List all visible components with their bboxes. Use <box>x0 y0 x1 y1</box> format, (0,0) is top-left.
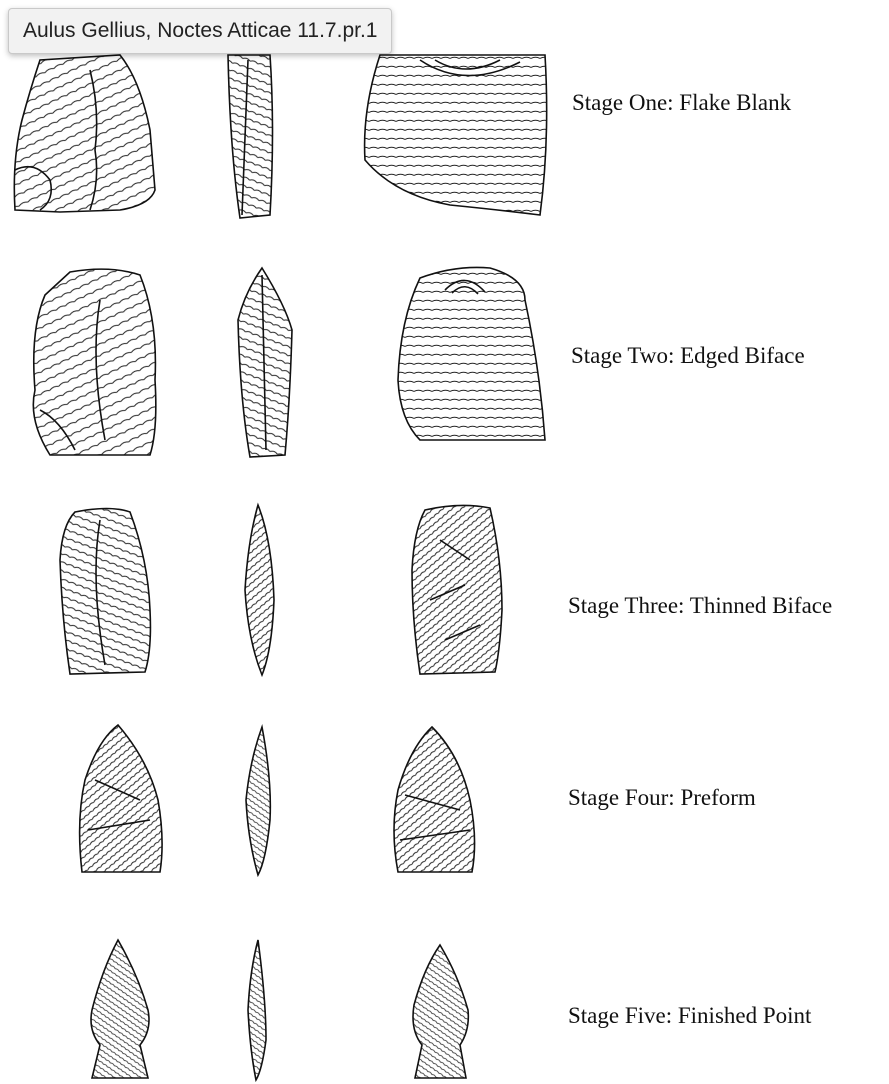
stage-five-face-view <box>85 935 155 1083</box>
stage-three-edge-view <box>240 500 280 680</box>
stage-one-drawings <box>0 40 560 230</box>
stage-four-edge-view <box>242 722 274 882</box>
stage-three-face-view <box>55 500 155 680</box>
stage-two-reverse-view <box>395 262 550 447</box>
stage-three-drawings <box>55 500 508 680</box>
stage-one-edge-view <box>220 40 280 230</box>
stage-four-reverse-view <box>390 720 485 880</box>
citation-tooltip: Aulus Gellius, Noctes Atticae 11.7.pr.1 <box>8 8 392 54</box>
stage-three-reverse-view <box>408 500 508 680</box>
stage-three-label: Stage Three: Thinned Biface <box>568 593 832 619</box>
stage-two-label: Stage Two: Edged Biface <box>571 343 805 369</box>
stage-four-label: Stage Four: Preform <box>568 785 756 811</box>
stage-four-drawings <box>75 720 485 882</box>
stage-two-drawings <box>25 260 550 462</box>
stage-two-face-view <box>25 260 165 460</box>
stage-four-face-view <box>75 720 170 880</box>
stage-five-drawings <box>85 935 475 1084</box>
stage-one-face-view <box>0 40 180 230</box>
stage-five-edge-view <box>244 935 270 1083</box>
stage-one-reverse-view <box>360 40 560 230</box>
stage-one-label: Stage One: Flake Blank <box>572 90 791 116</box>
stage-five-reverse-view <box>405 940 475 1084</box>
stage-five-label: Stage Five: Finished Point <box>568 1003 811 1029</box>
stage-two-edge-view <box>235 262 297 462</box>
